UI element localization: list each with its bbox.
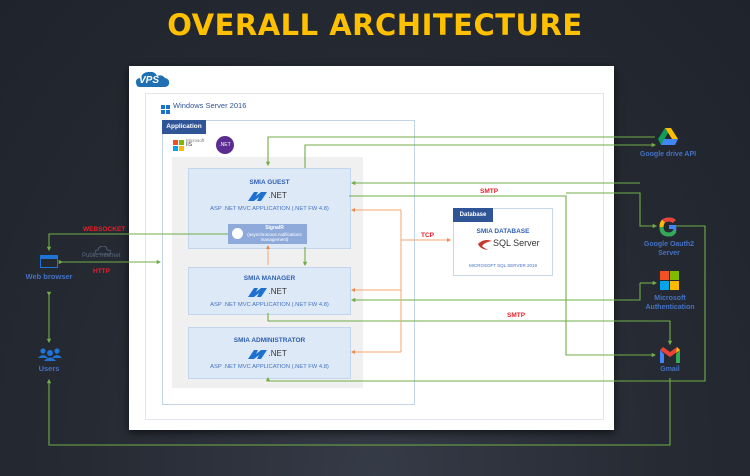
google-icon[interactable] bbox=[659, 217, 679, 237]
database-description: MICROSOFT SQL SERVER 2019 bbox=[469, 263, 537, 268]
dotnet-logo-icon: .NET bbox=[247, 190, 293, 202]
protocol-smtp-manager: SMTP bbox=[507, 312, 526, 319]
sql-server-logo: SQL Server bbox=[493, 238, 540, 248]
wire-websocket bbox=[46, 233, 228, 252]
signalr-icon bbox=[232, 228, 243, 239]
public-internet-label: Public Internet bbox=[82, 253, 121, 259]
sql-server-icon bbox=[478, 237, 492, 250]
windows-server-container bbox=[145, 93, 604, 420]
microsoft-iis-icon bbox=[173, 138, 184, 151]
google-drive-label: Google drive API bbox=[639, 151, 697, 158]
wire-gmail-users bbox=[46, 378, 671, 446]
wire-mstauth-manager bbox=[350, 283, 641, 303]
windows-logo-icon bbox=[161, 101, 170, 114]
protocol-http: HTTP bbox=[93, 268, 110, 275]
page-title: OVERALL ARCHITECTURE bbox=[167, 8, 583, 42]
web-browser-icon bbox=[40, 255, 58, 268]
users-icon bbox=[38, 347, 62, 361]
signalr-box[interactable]: SignalR (asynchronous notifications mana… bbox=[228, 224, 307, 244]
signalr-title: SignalR bbox=[265, 225, 284, 231]
application-container bbox=[162, 120, 415, 405]
gmail-icon[interactable] bbox=[660, 347, 680, 363]
cloud-icon bbox=[94, 242, 112, 255]
wire-db-tcp bbox=[400, 210, 450, 352]
dotnet-badge-icon: .NET bbox=[216, 136, 234, 154]
wire-manager-gmail bbox=[267, 313, 673, 346]
web-browser-label: Web browser bbox=[25, 272, 73, 281]
protocol-websocket: WEBSOCKET bbox=[83, 226, 126, 233]
wire-guest-oauth bbox=[566, 192, 658, 229]
service-description: ASP .NET MVC APPLICATION (.NET FW 4.8) bbox=[210, 302, 329, 308]
service-description: ASP .NET MVC APPLICATION (.NET FW 4.8) bbox=[210, 206, 329, 212]
iis-label-microsoft: Microsoft bbox=[186, 138, 205, 143]
service-name: SMIA GUEST bbox=[249, 179, 290, 186]
service-description: ASP .NET MVC APPLICATION (.NET FW 4.8) bbox=[210, 364, 329, 370]
wire-guest-drive-2 bbox=[304, 142, 657, 168]
microsoft-logo-icon[interactable] bbox=[660, 271, 679, 290]
wire-oauth-admin bbox=[265, 225, 706, 382]
wire-guest-drive-1 bbox=[265, 136, 655, 167]
vps-label: VPS bbox=[139, 75, 160, 86]
gmail-label: Gmail bbox=[660, 366, 680, 373]
protocol-tcp: TCP bbox=[421, 232, 434, 239]
signalr-description: (asynchronous notifications management) bbox=[247, 231, 302, 243]
protocol-smtp-guest: SMTP bbox=[480, 188, 499, 195]
dotnet-logo-icon: .NET bbox=[247, 286, 293, 298]
application-tag: Application bbox=[162, 120, 206, 134]
users-label: Users bbox=[38, 364, 60, 373]
google-oauth-label: Google Oauth2 Server bbox=[643, 241, 695, 257]
wire-guest-smtp bbox=[349, 195, 657, 358]
dotnet-logo-icon: .NET bbox=[247, 348, 293, 360]
service-name: SMIA ADMINISTRATOR bbox=[233, 337, 306, 344]
microsoft-auth-label: Microsoft Authentication bbox=[645, 295, 695, 311]
google-drive-icon[interactable] bbox=[658, 128, 678, 145]
service-smia-manager[interactable]: SMIA MANAGER .NET ASP .NET MVC APPLICATI… bbox=[188, 267, 351, 315]
database-tag: Database bbox=[453, 208, 493, 222]
service-smia-administrator[interactable]: SMIA ADMINISTRATOR .NET ASP .NET MVC APP… bbox=[188, 327, 351, 379]
iis-label: IIS bbox=[186, 142, 193, 148]
windows-server-label: Windows Server 2016 bbox=[173, 101, 247, 110]
vps-cloud-icon: VPS bbox=[136, 70, 170, 88]
service-name: SMIA MANAGER bbox=[243, 275, 296, 282]
database-name: SMIA DATABASE bbox=[476, 228, 530, 235]
